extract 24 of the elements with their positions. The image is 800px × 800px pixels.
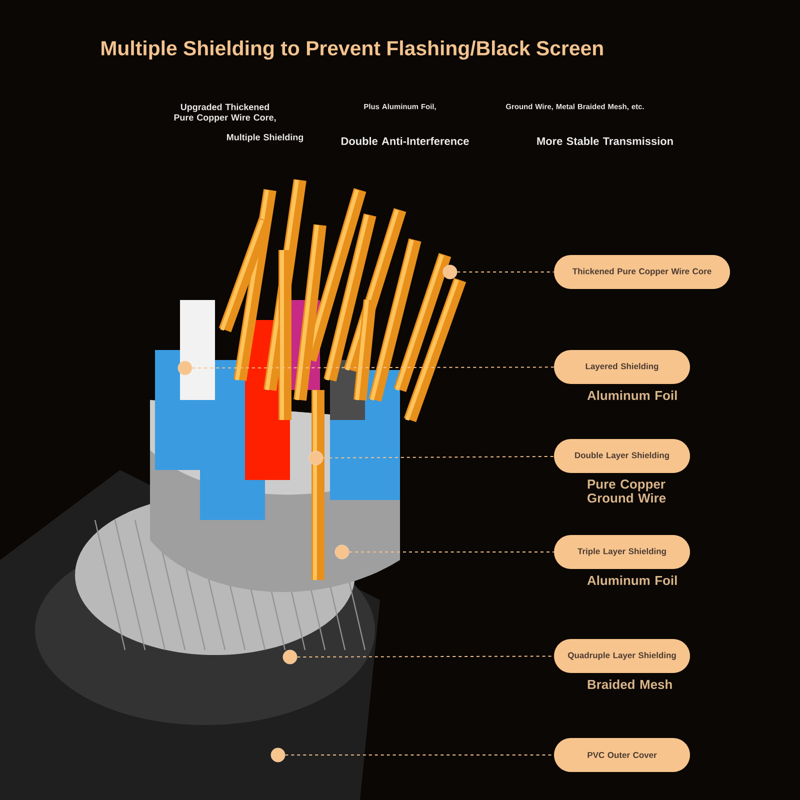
caption-text: More Stable Transmission [537, 136, 673, 146]
leader-line [296, 656, 554, 658]
title: Multiple Shielding to Prevent Flashing/Black Screen [102, 40, 603, 60]
beside-label: Pure Copper Ground Wire [588, 480, 666, 503]
marker-dot [282, 650, 298, 664]
caption-text: Multiple Shielding [227, 134, 304, 142]
marker-dot [308, 450, 324, 466]
label-pill: Quadruple Layer Shielding [554, 639, 690, 673]
label-pill: Layered Shielding [554, 350, 690, 384]
label-pill: Thickened Pure Copper Wire Core [554, 255, 730, 289]
marker-dot [270, 748, 286, 762]
beside-label: Braided Mesh [588, 680, 672, 690]
label-pill: PVC Outer Cover [554, 738, 690, 772]
label-pill: Triple Layer Shielding [554, 535, 690, 569]
leader-line [322, 456, 554, 458]
marker-dot [334, 544, 350, 560]
beside-label: Aluminum Foil [587, 390, 677, 400]
marker-dot [442, 264, 458, 280]
caption-text: Upgraded Thickened Pure Copper Wire Core, [174, 104, 276, 122]
beside-label: Aluminum Foil [587, 576, 677, 586]
leader-line [192, 366, 554, 368]
caption-text: Double Anti-Interference [342, 136, 469, 146]
marker-dot [178, 360, 192, 376]
label-pill: Double Layer Shielding [554, 439, 690, 473]
